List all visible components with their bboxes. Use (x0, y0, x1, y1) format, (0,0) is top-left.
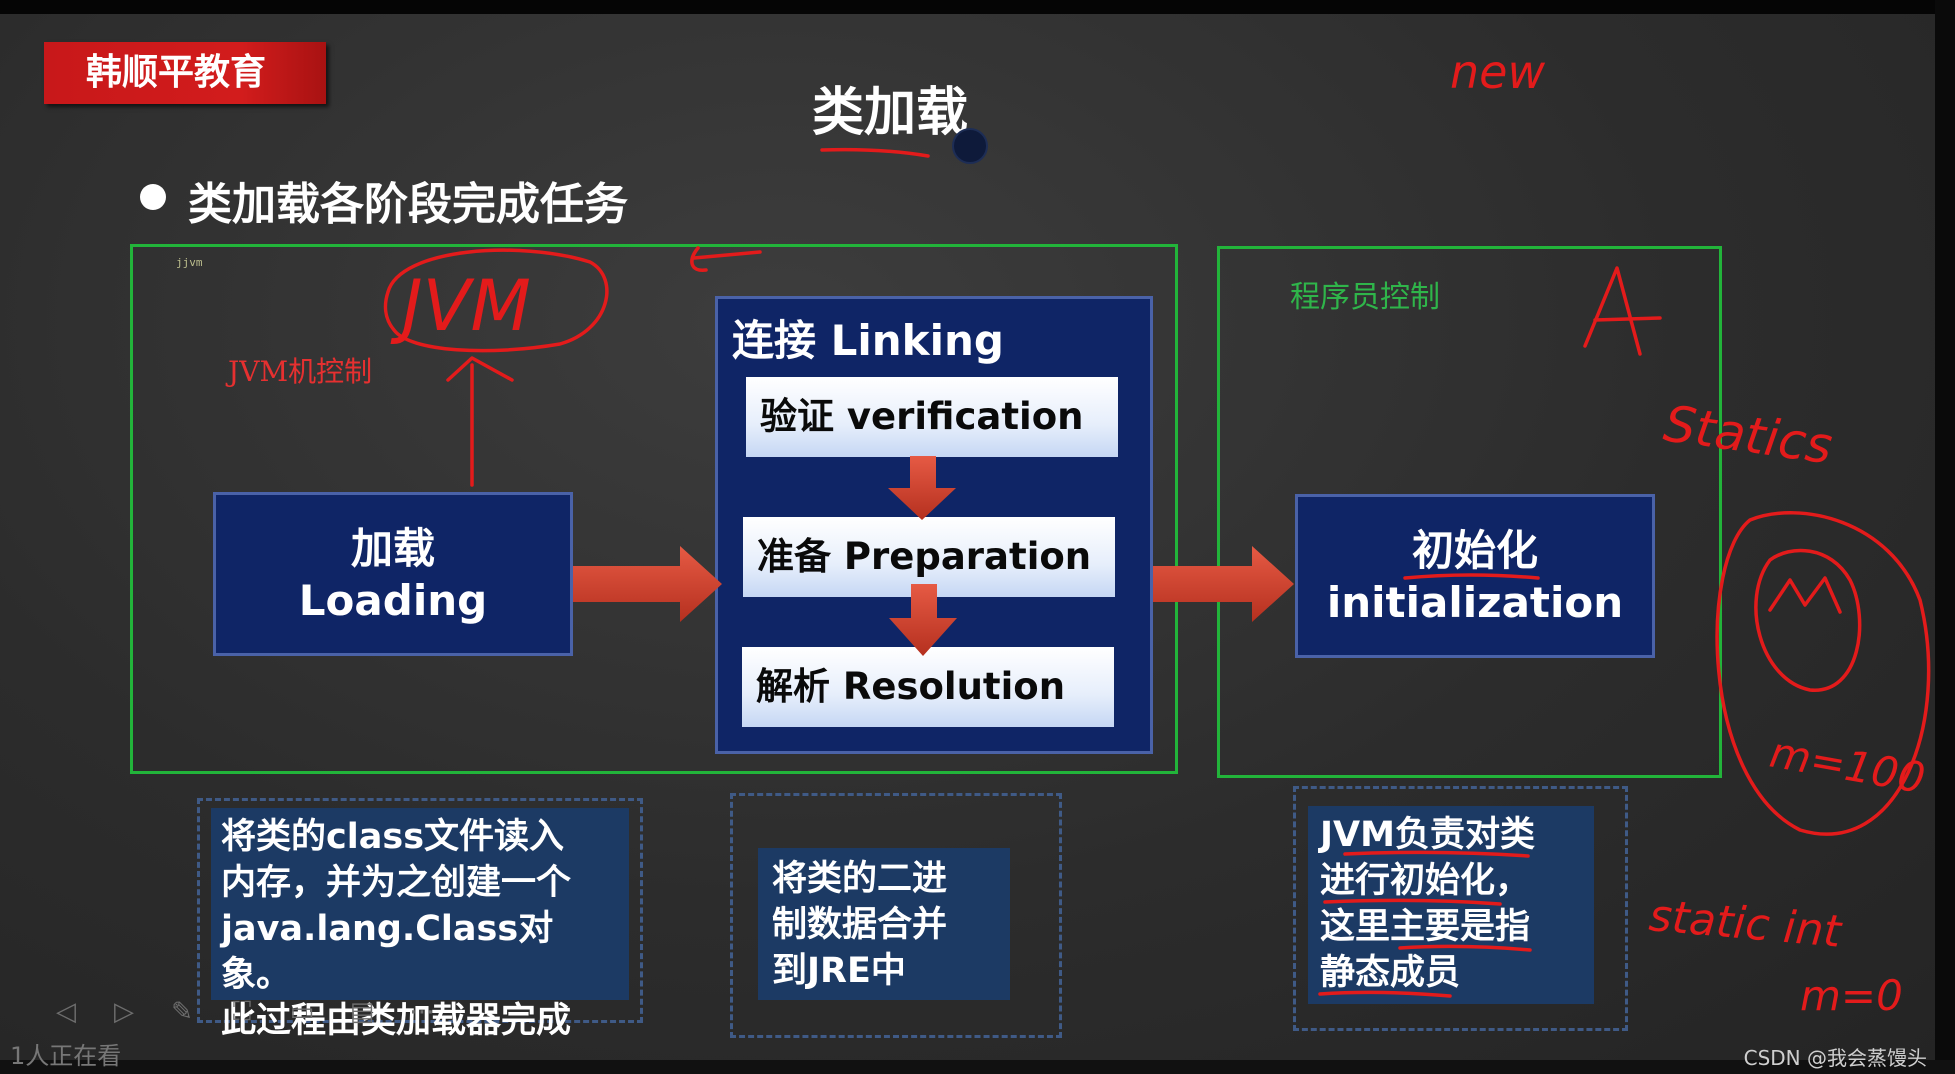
init-desc-line: 静态成员 (1320, 953, 1461, 993)
initialization-note-frame (1293, 786, 1628, 1031)
initialization-stage: 初始化 initialization (1295, 494, 1655, 658)
window-bottom-edge (0, 1060, 1955, 1074)
init-desc-line: 这里主要是指 (1320, 907, 1531, 947)
initialization-cn-label: 初始化 (1411, 526, 1538, 575)
camera-icon[interactable]: ▭ (289, 997, 315, 1027)
bullet-heading: 类加载各阶段完成任务 (188, 179, 628, 230)
loading-en-label: Loading (298, 576, 488, 625)
loading-stage: 加载 Loading (213, 492, 573, 656)
linking-desc-line: 将类的二进 (772, 859, 948, 899)
loading-description: 将类的class文件读入 内存，并为之创建一个 java.lang.Class对… (211, 808, 629, 1041)
prev-icon[interactable]: ◁ (56, 997, 76, 1027)
comment-icon[interactable]: ▤ (349, 997, 375, 1027)
tiny-jvm-label: jjvm (176, 256, 203, 269)
pen-icon[interactable]: ✎ (171, 997, 193, 1027)
play-icon[interactable]: ▷ (114, 997, 134, 1027)
init-desc-line: 进行初始化， (1320, 861, 1531, 901)
programmer-control-label: 程序员控制 (1290, 280, 1440, 315)
initialization-description: JVM负责对类 进行初始化， 这里主要是指 静态成员 (1308, 806, 1594, 1004)
more-icon[interactable]: ⋯ (409, 997, 435, 1027)
slide-title: 类加载 (811, 83, 968, 143)
jvm-control-label: JVM机控制 (228, 355, 373, 388)
linking-stage: 连接 Linking 验证 verification 准备 Preparatio… (715, 296, 1153, 754)
resolution-step: 解析 Resolution (742, 647, 1114, 727)
loading-desc-line: 此过程由类加载器完成 (221, 1001, 572, 1041)
csdn-watermark: CSDN @我会蒸馒头 (1743, 1046, 1927, 1070)
initialization-en-label: initialization (1326, 578, 1624, 627)
jvm-controlled-region (130, 244, 1178, 774)
bullet-icon (140, 184, 166, 210)
viewer-count: 1人正在看 (10, 1042, 122, 1070)
window-right-edge (1935, 0, 1955, 1074)
init-desc-line: JVM负责对类 (1320, 815, 1535, 855)
window-top-edge (0, 0, 1955, 14)
linking-title: 连接 Linking (732, 316, 1004, 365)
linking-desc-line: 制数据合并 (772, 905, 948, 945)
loading-note-frame (197, 798, 643, 1023)
linking-description: 将类的二进 制数据合并 到JRE中 (758, 848, 1010, 1000)
linking-desc-line: 到JRE中 (772, 951, 906, 991)
screenshot-icon[interactable]: ⛶ (232, 997, 252, 1027)
presenter-pointer (952, 128, 988, 164)
brand-logo: 韩顺平教育 (44, 42, 326, 104)
preparation-step: 准备 Preparation (743, 517, 1115, 597)
loading-desc-line: java.lang.Class对象。 (221, 909, 554, 995)
loading-desc-line: 将类的class文件读入 (221, 817, 565, 857)
loading-desc-line: 内存，并为之创建一个 (221, 863, 572, 903)
loading-cn-label: 加载 (350, 524, 435, 573)
verification-step: 验证 verification (746, 377, 1118, 457)
linking-note-frame (730, 793, 1062, 1038)
